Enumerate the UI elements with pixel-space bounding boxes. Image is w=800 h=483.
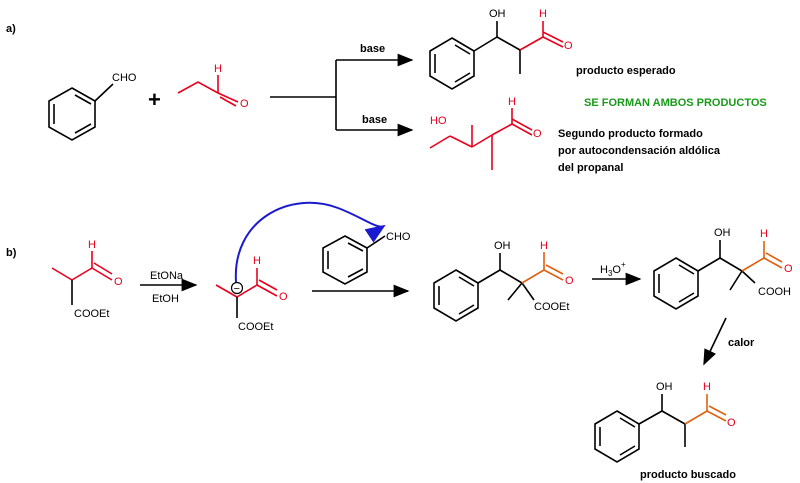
product2-caption-line2: por autocondensación aldólica — [558, 145, 721, 157]
product1-o: O — [564, 40, 573, 52]
enolate-charge: − — [234, 283, 240, 295]
enolate-ester: COOEt — [238, 321, 273, 333]
enolate-o: O — [279, 291, 288, 303]
adduct-oh: OH — [494, 240, 511, 252]
acid-h: H — [760, 228, 768, 240]
hydrolysis-reagent: H3O+ — [600, 260, 626, 278]
reagent-etoh: EtOH — [152, 293, 179, 305]
acid-structure: OH H O COOH — [653, 227, 793, 310]
start-ester: COOEt — [74, 308, 109, 320]
product2-structure: HO H O — [429, 96, 542, 170]
start-o: O — [114, 276, 123, 288]
final-caption: producto buscado — [640, 469, 736, 481]
benzaldehyde-b-cho: CHO — [386, 231, 411, 243]
enolate-h: H — [253, 255, 261, 267]
reagent-etona: EtONa — [150, 270, 184, 282]
final-o: O — [727, 417, 736, 429]
product2-o: O — [533, 128, 542, 140]
product2-caption-line3: del propanal — [558, 162, 623, 174]
start-h: H — [88, 239, 96, 251]
arrow1-label: base — [360, 43, 385, 55]
arrow2-label: base — [362, 114, 387, 126]
product1-oh: OH — [489, 8, 506, 20]
section-b-label: b) — [6, 247, 17, 259]
benzaldehyde-b-structure: CHO — [322, 231, 411, 285]
product1-h: H — [539, 8, 547, 20]
product1-caption: producto esperado — [576, 65, 676, 77]
product1-structure: OH H O — [429, 8, 573, 90]
final-product-structure: OH H O — [594, 381, 736, 463]
adduct-structure: OH H O COOEt — [433, 240, 574, 322]
propanal-structure: H O — [177, 63, 249, 110]
benzaldehyde-structure: CHO — [48, 72, 137, 141]
acid-oh: OH — [714, 227, 731, 239]
final-h: H — [703, 381, 711, 393]
curved-attack-arrow — [234, 201, 386, 283]
heat-label: calor — [728, 337, 755, 349]
benzaldehyde-cho: CHO — [112, 72, 137, 84]
adduct-o: O — [565, 275, 574, 287]
enolate-structure: − H O COOEt — [215, 255, 288, 333]
highlight-note: SE FORMAN AMBOS PRODUCTOS — [584, 97, 767, 109]
plus-sign: + — [148, 87, 161, 112]
adduct-h: H — [540, 240, 548, 252]
start-material-structure: H O COOEt — [51, 239, 123, 320]
section-a-label: a) — [6, 23, 16, 35]
adduct-ester: COOEt — [534, 301, 569, 313]
product2-caption-line1: Segundo producto formado — [558, 128, 703, 140]
acid-o: O — [784, 263, 793, 275]
propanal-h: H — [214, 63, 222, 75]
product2-ho: HO — [430, 115, 447, 127]
final-oh: OH — [656, 381, 673, 393]
product2-h: H — [508, 96, 516, 108]
branch-arrows: base base — [270, 43, 414, 137]
acid-cooh: COOH — [758, 286, 791, 298]
propanal-o: O — [240, 98, 249, 110]
